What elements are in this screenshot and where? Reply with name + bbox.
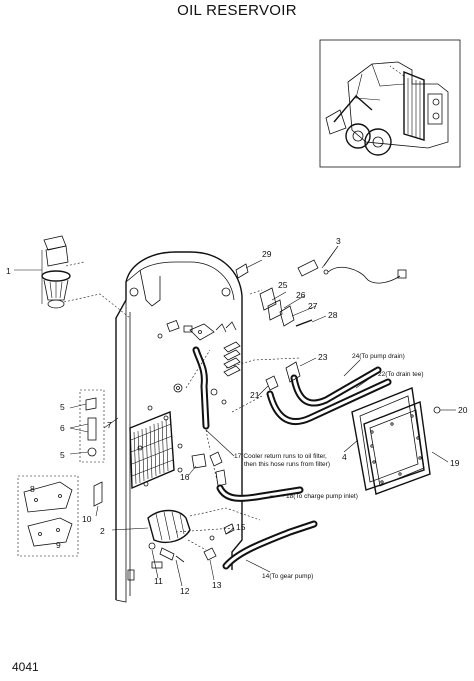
side-plates [17, 475, 103, 557]
callout-4: 4 [342, 452, 347, 462]
hose-notes: 14(To gear pump) 17(Cooler return runs t… [234, 353, 424, 580]
callout-5-bottom: 5 [60, 450, 65, 460]
filler-breather-assembly [14, 235, 71, 309]
callout-25: 25 [278, 280, 288, 290]
note-17-line1: 17(Cooler return runs to oil filter, [234, 453, 327, 460]
callout-21: 21 [250, 390, 260, 400]
callout-29: 29 [262, 249, 272, 259]
callout-11: 11 [154, 576, 163, 586]
page-title: OIL RESERVOIR [177, 2, 297, 19]
note-14-gear-pump: 14(To gear pump) [262, 573, 313, 580]
note-24-pump-drain: 24(To pump drain) [352, 353, 405, 360]
callout-2: 2 [100, 526, 105, 536]
callout-26: 26 [296, 290, 306, 300]
hoses [63, 261, 392, 570]
page-number: 4041 [12, 660, 39, 674]
note-22-drain-tee: 22(To drain tee) [378, 371, 424, 378]
callout-28: 28 [328, 310, 338, 320]
callout-3: 3 [336, 236, 341, 246]
callout-9: 9 [56, 540, 61, 550]
callout-1: 1 [6, 266, 11, 276]
reservoir-tank [115, 251, 243, 603]
callout-16: 16 [180, 472, 190, 482]
callout-13: 13 [212, 580, 222, 590]
cover-plate-gasket [351, 387, 456, 495]
callout-8: 8 [30, 484, 35, 494]
callout-7: 7 [107, 420, 112, 430]
pump-and-fittings [111, 451, 235, 563]
callouts: 1 2 3 4 5 5 6 7 8 9 10 11 12 13 15 16 19… [6, 236, 468, 596]
loader-inset [319, 39, 461, 168]
note-18-charge-pump: 18(To charge pump inlet) [286, 493, 358, 500]
oil-cooler-screen [129, 410, 175, 490]
callout-6: 6 [60, 423, 65, 433]
leader-lines [151, 291, 449, 587]
callout-20: 20 [458, 405, 468, 415]
callout-19: 19 [450, 458, 460, 468]
top-fittings [235, 245, 407, 391]
callout-5-top: 5 [60, 402, 65, 412]
callout-15: 15 [236, 522, 246, 532]
callout-12: 12 [180, 586, 190, 596]
callout-23: 23 [318, 352, 328, 362]
level-gauge-parts [69, 389, 119, 463]
callout-27: 27 [308, 301, 318, 311]
note-17-line2: then this hose runs from filter) [244, 461, 330, 468]
callout-10: 10 [82, 514, 92, 524]
